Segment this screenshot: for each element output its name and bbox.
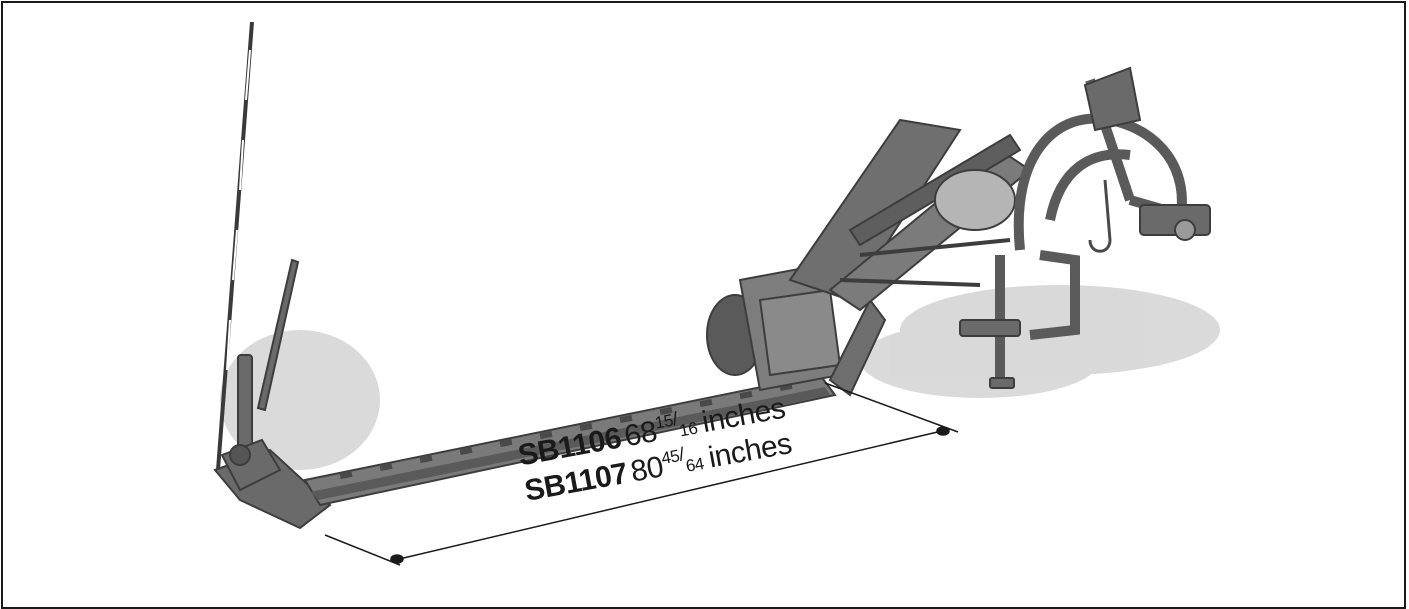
cutter-bar — [303, 373, 837, 507]
divider-pole — [216, 21, 254, 471]
fraction-denominator: 64 — [684, 453, 706, 476]
ground-shadow — [220, 285, 1220, 470]
hitch-parts — [959, 66, 1211, 389]
drive-assembly — [706, 118, 1032, 397]
hook — [1088, 179, 1112, 253]
outer-shoe — [213, 258, 332, 530]
fraction-denominator: 16 — [677, 418, 699, 441]
dimension-fraction: 45/64 — [659, 444, 706, 476]
dimension-line — [324, 382, 959, 566]
